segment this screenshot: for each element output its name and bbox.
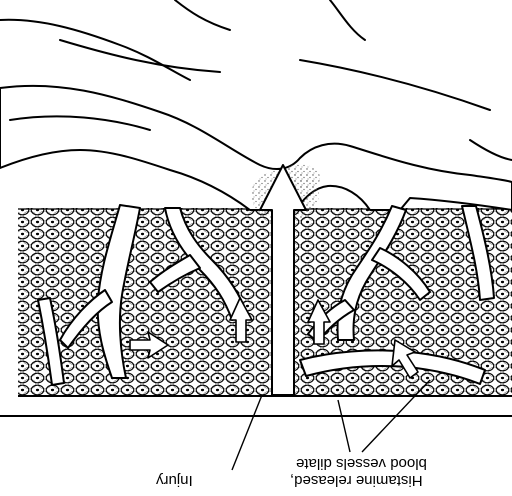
surface-strip [0,397,512,417]
histamine-label-line-1: Histamine released, [290,472,423,489]
histamine-label-line-2: blood vessels dilate [296,455,427,472]
injury-label: Injury [156,472,193,489]
